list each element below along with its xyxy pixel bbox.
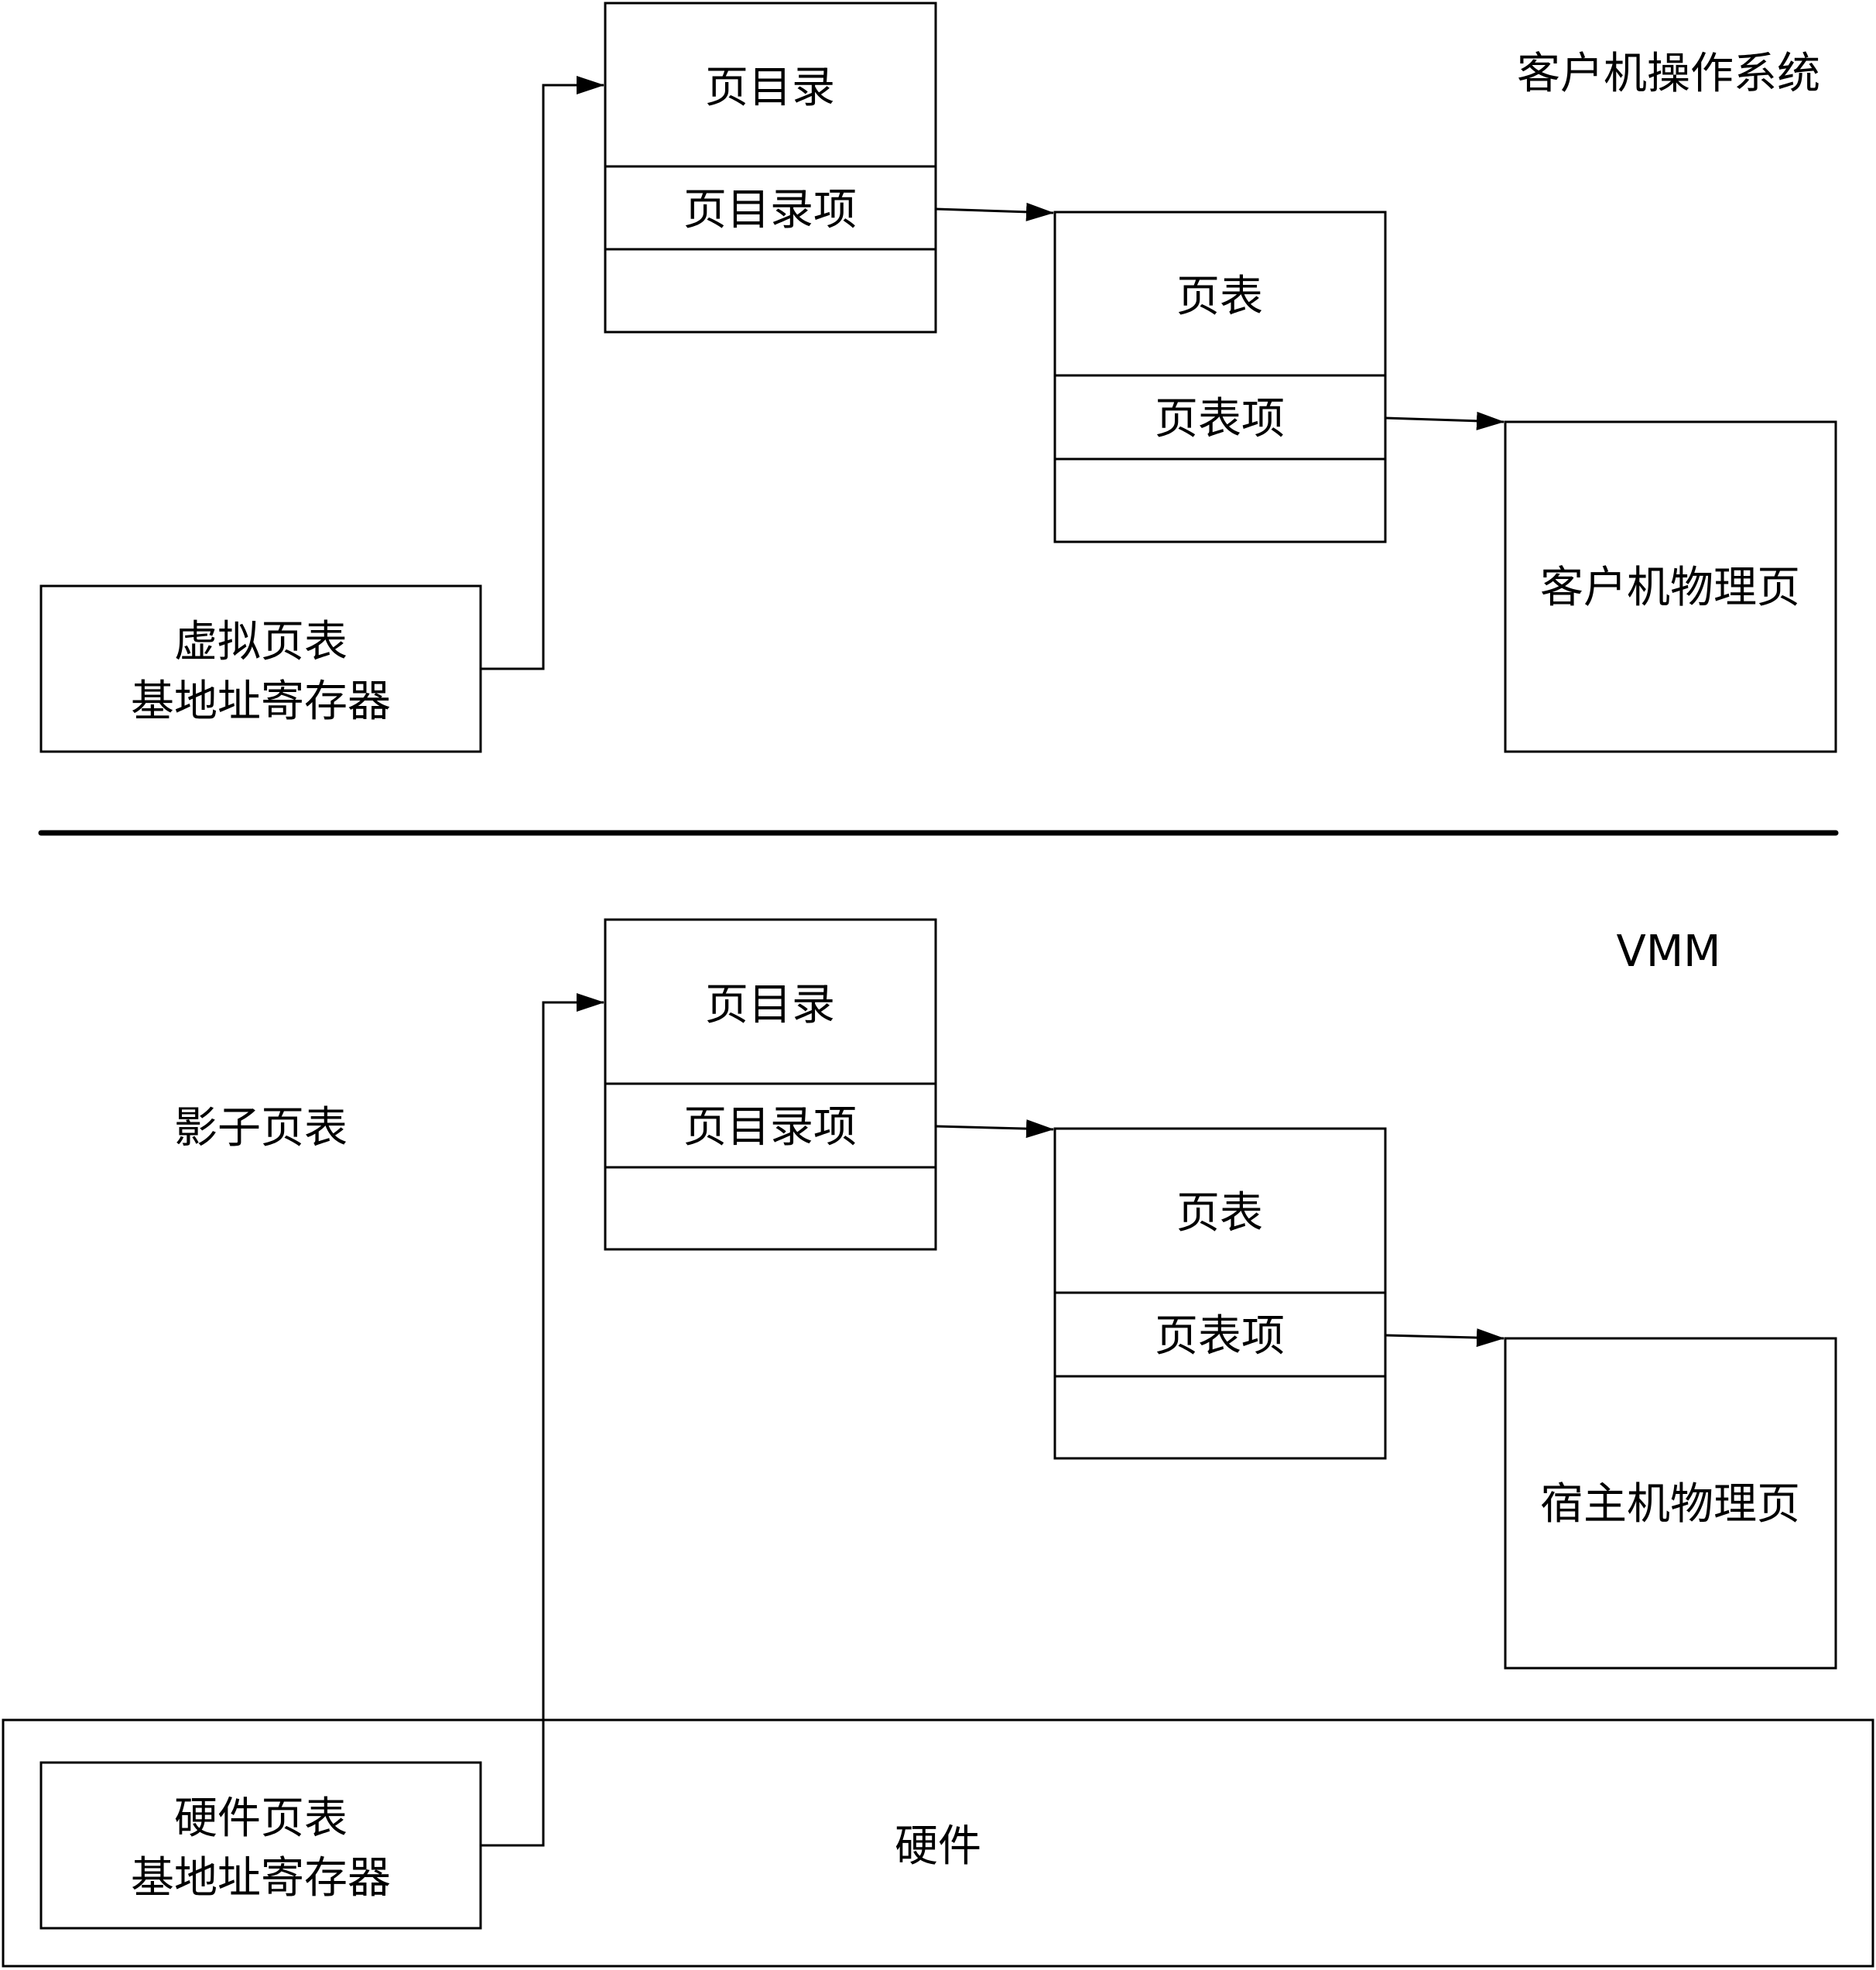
vmm-page-table-title: 页表 [1176,1188,1263,1239]
virtual-register-label-line1: 虚拟页表 [174,617,347,667]
vmm-title: VMM [1617,927,1721,977]
hardware-register-to-directory-arrow [481,993,604,1847]
shadow-page-table-label: 影子页表 [174,1103,347,1153]
guest-page-directory: 页目录 页目录项 [604,2,937,334]
hardware-label: 硬件 [895,1821,981,1872]
guest-page-table: 页表 页表项 [1053,211,1387,543]
guest-page-table-entry: 页表项 [1155,394,1285,444]
guest-physical-page: 客户机物理页 [1504,420,1837,753]
vmm-page-directory-entry: 页目录项 [683,1102,857,1153]
vmm-page-table: 页表 页表项 [1053,1127,1387,1460]
hardware-frame: 硬件 [2,1718,1874,1968]
guest-directory-entry-to-table-arrow [935,202,1054,221]
guest-os-title: 客户机操作系统 [1517,49,1820,99]
vmm-section: VMM 影子页表 页目录 页目录项 页表 页表项 宿主机物理页 硬件 [2,918,1874,1968]
hardware-register-label-line1: 硬件页表 [174,1794,347,1844]
guest-page-directory-title: 页目录 [705,63,835,113]
guest-page-table-title: 页表 [1176,272,1263,322]
virtual-register-label-line2: 基地址寄存器 [131,677,391,727]
guest-page-directory-entry: 页目录项 [683,185,857,235]
host-physical-page: 宿主机物理页 [1504,1337,1837,1670]
hardware-register-label-line2: 基地址寄存器 [131,1853,391,1903]
vmm-table-entry-to-physical-arrow [1385,1328,1505,1348]
virtual-page-table-base-register: 虚拟页表 基地址寄存器 [39,584,482,753]
hardware-page-table-base-register: 硬件页表 基地址寄存器 [39,1761,482,1930]
host-physical-page-label: 宿主机物理页 [1540,1479,1800,1530]
guest-register-to-directory-arrow [481,76,604,670]
guest-physical-page-label: 客户机物理页 [1540,563,1800,613]
vmm-directory-entry-to-table-arrow [935,1119,1054,1139]
guest-os-section: 客户机操作系统 虚拟页表 基地址寄存器 页目录 页目录项 页表 页表项 客户机物… [39,2,1837,753]
guest-table-entry-to-physical-arrow [1385,411,1505,430]
vmm-page-table-entry: 页表项 [1155,1311,1285,1362]
vmm-page-directory: 页目录 页目录项 [604,918,937,1251]
vmm-page-directory-title: 页目录 [705,980,835,1030]
